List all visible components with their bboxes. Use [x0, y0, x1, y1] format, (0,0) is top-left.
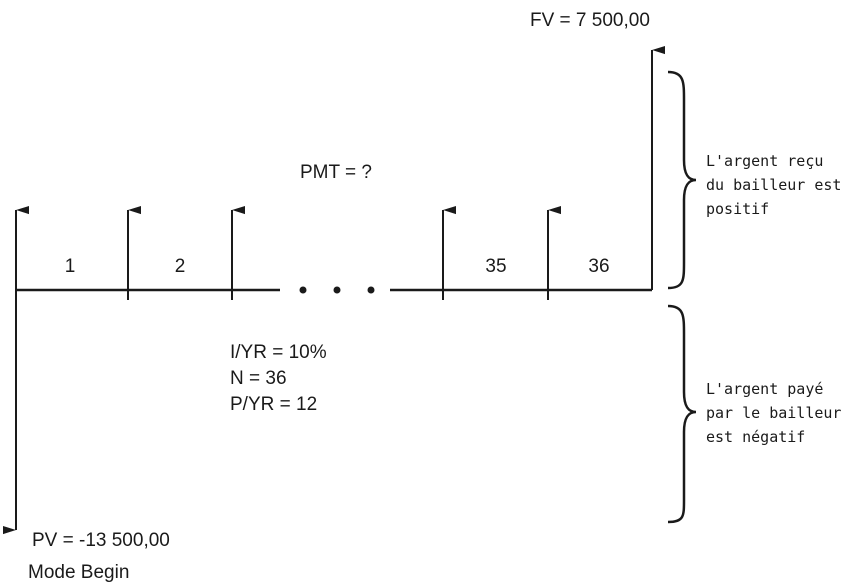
pyr-label: P/YR = 12	[230, 394, 317, 415]
pmt-label: PMT = ?	[300, 162, 372, 183]
brace-upper	[667, 70, 697, 290]
n-label: N = 36	[230, 368, 287, 389]
ellipsis-dot	[333, 286, 341, 294]
period-label: 35	[485, 256, 506, 277]
note-positive-line: positif	[706, 200, 769, 218]
ellipsis-dot	[299, 286, 307, 294]
note-negative-line: par le bailleur	[706, 404, 841, 422]
pv-label: PV = -13 500,00	[32, 530, 170, 551]
period-label: 1	[65, 256, 76, 277]
note-negative-line: est négatif	[706, 428, 805, 446]
brace-lower	[667, 304, 697, 524]
period-label: 36	[588, 256, 609, 277]
fv-label: FV = 7 500,00	[530, 10, 650, 31]
note-negative-line: L'argent payé	[706, 380, 823, 398]
note-positive-line: L'argent reçu	[706, 152, 823, 170]
period-label: 2	[175, 256, 186, 277]
iyr-label: I/YR = 10%	[230, 342, 327, 363]
note-positive-line: du bailleur est	[706, 176, 841, 194]
mode-label: Mode Begin	[28, 562, 129, 583]
ellipsis-dot	[367, 286, 375, 294]
